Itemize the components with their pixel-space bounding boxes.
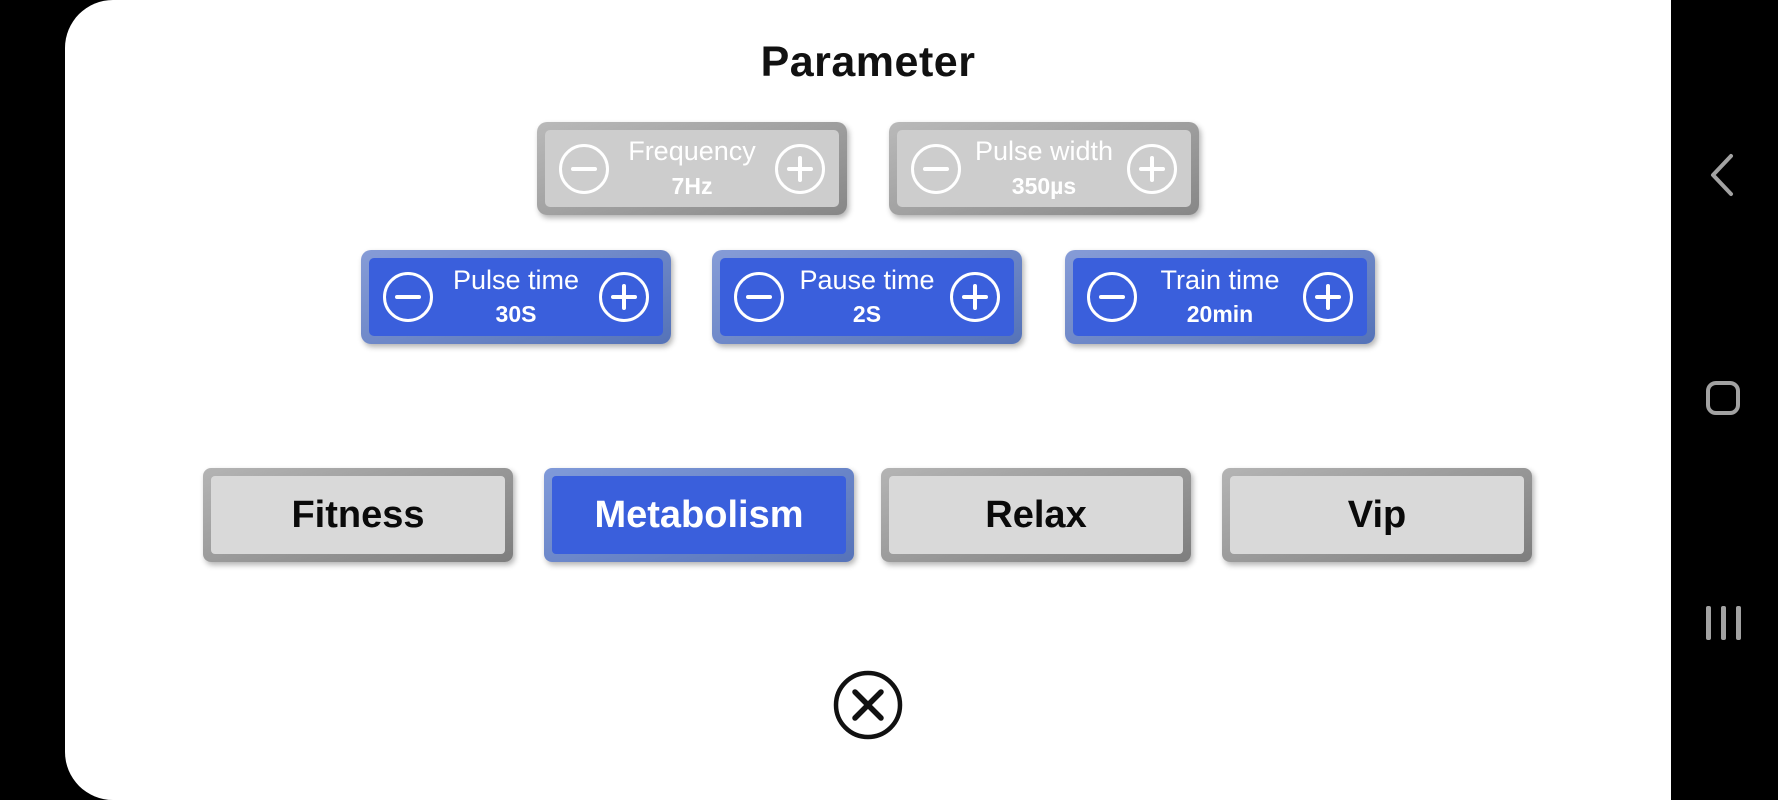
app-screen: Parameter Frequency 7Hz Pulse width 350µ… (65, 0, 1671, 800)
param-value: 350µs (1011, 172, 1077, 199)
close-button[interactable] (831, 668, 905, 742)
android-nav-bar (1671, 0, 1778, 800)
plus-icon[interactable] (599, 272, 649, 322)
param-pause-time: Pause time 2S (712, 250, 1022, 344)
recents-bar-icon (1721, 606, 1726, 640)
mode-button-label: Metabolism (552, 476, 846, 554)
param-label: Pause time (799, 264, 935, 295)
mode-button-relax[interactable]: Relax (881, 468, 1191, 562)
param-pulse-width: Pulse width 350µs (889, 122, 1199, 215)
param-label: Pulse width (974, 136, 1114, 167)
minus-icon[interactable] (559, 143, 609, 194)
nav-back-button[interactable] (1706, 153, 1740, 197)
plus-icon[interactable] (1127, 143, 1177, 194)
plus-icon[interactable] (775, 143, 825, 194)
param-pause-time-body: Pause time 2S (720, 258, 1014, 336)
param-value: 2S (852, 301, 882, 328)
param-train-time-body: Train time 20min (1073, 258, 1367, 336)
param-label: Train time (1160, 264, 1280, 295)
minus-icon[interactable] (734, 272, 784, 322)
param-value: 7Hz (671, 172, 713, 199)
param-frequency: Frequency 7Hz (537, 122, 847, 215)
mode-button-metabolism[interactable]: Metabolism (544, 468, 854, 562)
minus-icon[interactable] (383, 272, 433, 322)
param-frequency-body: Frequency 7Hz (545, 130, 839, 207)
param-train-time: Train time 20min (1065, 250, 1375, 344)
mode-button-label: Vip (1230, 476, 1524, 554)
param-pulse-width-body: Pulse width 350µs (897, 130, 1191, 207)
mode-button-label: Fitness (211, 476, 505, 554)
param-pulse-time-body: Pulse time 30S (369, 258, 663, 336)
recents-bar-icon (1736, 606, 1741, 640)
page-title: Parameter (760, 38, 976, 86)
mode-button-label: Relax (889, 476, 1183, 554)
back-icon (1711, 154, 1733, 196)
param-value: 20min (1186, 301, 1254, 328)
minus-icon[interactable] (1087, 272, 1137, 322)
recents-bar-icon (1706, 606, 1711, 640)
close-icon (833, 670, 903, 740)
mode-button-fitness[interactable]: Fitness (203, 468, 513, 562)
minus-icon[interactable] (911, 143, 961, 194)
nav-recents-button[interactable] (1706, 606, 1741, 640)
mode-button-vip[interactable]: Vip (1222, 468, 1532, 562)
nav-home-button[interactable] (1706, 381, 1740, 415)
param-label: Frequency (628, 136, 756, 167)
plus-icon[interactable] (950, 272, 1000, 322)
param-value: 30S (495, 301, 537, 328)
param-label: Pulse time (452, 264, 580, 295)
plus-icon[interactable] (1303, 272, 1353, 322)
param-pulse-time: Pulse time 30S (361, 250, 671, 344)
